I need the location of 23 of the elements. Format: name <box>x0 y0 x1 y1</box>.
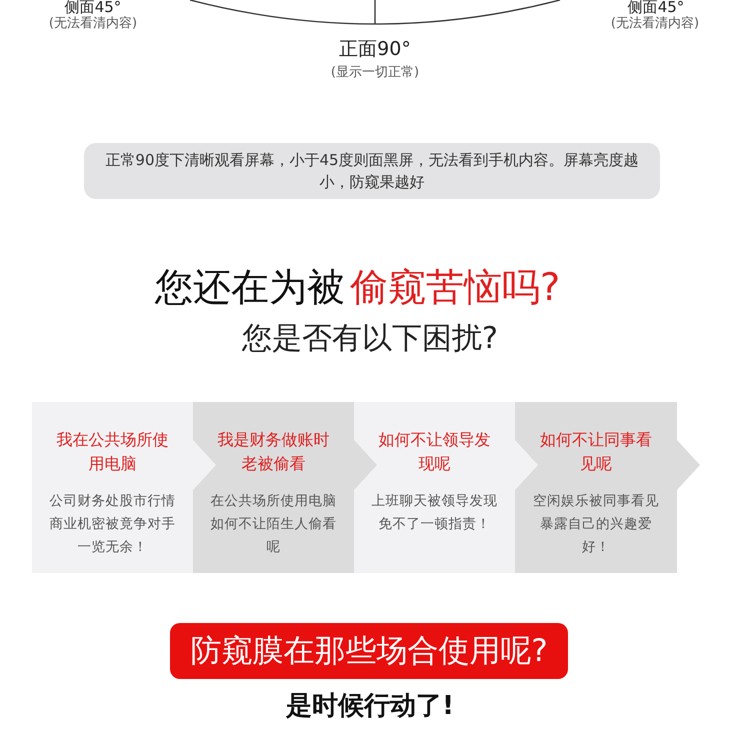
headline-text: 您还在为被 <box>154 264 345 311</box>
subheadline-text: 您是否有以下困扰? <box>240 320 499 358</box>
info-panel <box>84 143 660 199</box>
headline-text: 偷窥苦恼吗? <box>350 264 562 311</box>
panel-heading: 如何不让同事看见呢 <box>539 429 653 475</box>
front-angle-label: 正面90° <box>338 37 412 62</box>
note-text: (显示一切正常) <box>330 64 420 81</box>
slogan-text: 是时候行动了! <box>285 690 455 723</box>
panel-heading: 我是财务做账时老被偷看 <box>216 429 330 475</box>
panel-body: 上班聊天被领导发现免不了一顿指责！ <box>370 492 498 534</box>
banner-text: 防窥膜在那些场合使用呢? <box>190 632 548 671</box>
side-angle-label: 侧面45° <box>64 0 122 16</box>
side-angle-label: 侧面45° <box>626 0 686 16</box>
panel-body: 公司财务处股市行情商业机密被竟争对手一览无余！ <box>48 492 176 557</box>
panel-heading: 如何不让领导发现呢 <box>378 429 492 475</box>
info-text: 正常90度下清晰观看屏幕，小于45度则面黑屏，无法看到手机内容。屏幕亮度越小，防窥果越好 <box>104 150 640 193</box>
headline-banner <box>170 623 568 679</box>
note-text: (无法看清内容) <box>48 15 138 32</box>
panel-heading: 我在公共场所使用电脑 <box>56 429 170 475</box>
chevron-panel <box>515 402 700 573</box>
note-text: (无法看清内容) <box>610 15 700 32</box>
panel-body: 在公共场所使用电脑如何不让陌生人偷看呢 <box>210 492 338 557</box>
panel-body: 空闲娱乐被同事看见暴露自己的兴趣爱好！ <box>532 492 660 557</box>
